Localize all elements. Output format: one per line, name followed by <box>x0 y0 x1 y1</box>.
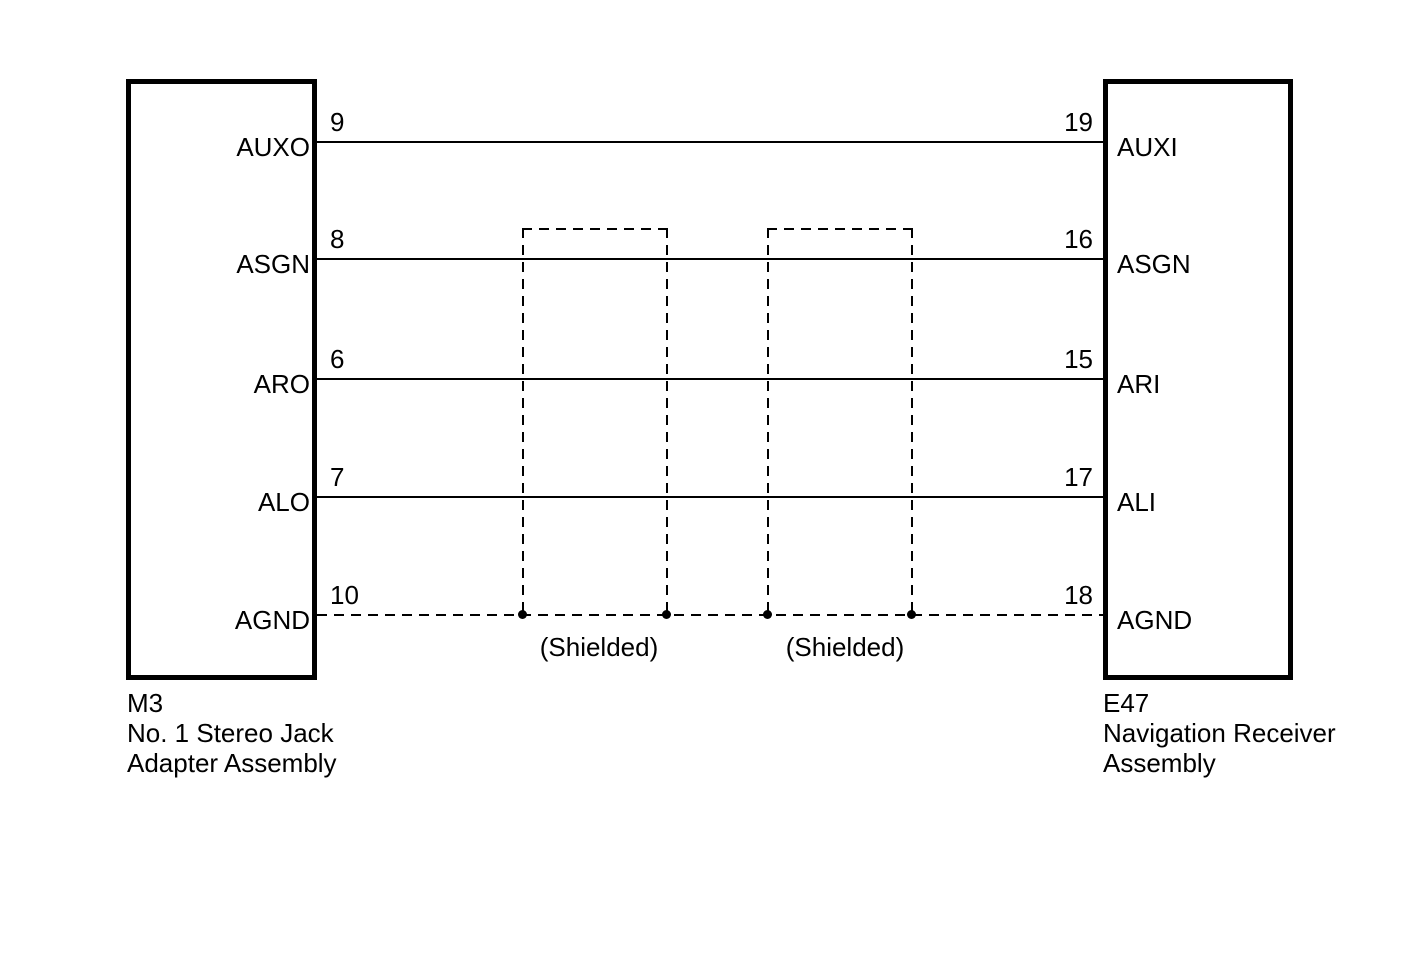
m3-pin-number-6: 6 <box>330 344 345 374</box>
shield-1-outline-left <box>522 228 524 616</box>
wire-auxo-auxi <box>317 141 1103 143</box>
m3-pin-label-asgn: ASGN <box>236 249 310 279</box>
m3-connector-box <box>126 79 317 680</box>
shield-label-1: (Shielded) <box>539 632 659 662</box>
shield-junction-dot <box>763 610 772 619</box>
m3-pin-label-agnd: AGND <box>234 605 310 635</box>
shield-1-outline-top <box>522 228 668 230</box>
wire-agnd-agnd <box>317 614 1103 616</box>
m3-pin-number-8: 8 <box>330 224 345 254</box>
e47-pin-label-ali: ALI <box>1117 487 1157 517</box>
m3-pin-label-alo: ALO <box>257 487 310 517</box>
wire-asgn-asgn <box>317 258 1103 260</box>
shield-1-outline-right <box>666 228 668 616</box>
e47-pin-number-17: 17 <box>1064 462 1093 492</box>
shield-junction-dot <box>518 610 527 619</box>
shield-junction-dot <box>907 610 916 619</box>
e47-pin-number-16: 16 <box>1064 224 1093 254</box>
m3-connector-name-line1: No. 1 Stereo Jack <box>127 718 334 748</box>
e47-pin-number-18: 18 <box>1064 580 1093 610</box>
e47-connector-box <box>1103 79 1293 680</box>
wire-aro-ari <box>317 378 1103 380</box>
wire-alo-ali <box>317 496 1103 498</box>
e47-pin-label-asgn: ASGN <box>1117 249 1191 279</box>
shield-2-outline-left <box>767 228 769 616</box>
e47-pin-number-15: 15 <box>1064 344 1093 374</box>
e47-pin-number-19: 19 <box>1064 107 1093 137</box>
m3-pin-label-aro: ARO <box>253 369 310 399</box>
shield-junction-dot <box>662 610 671 619</box>
m3-connector-code: M3 <box>127 688 164 718</box>
m3-connector-caption: M3 No. 1 Stereo Jack Adapter Assembly <box>127 688 337 778</box>
e47-pin-label-agnd: AGND <box>1117 605 1193 635</box>
m3-pin-number-10: 10 <box>330 580 359 610</box>
m3-pin-label-auxo: AUXO <box>236 132 310 162</box>
m3-pin-number-9: 9 <box>330 107 345 137</box>
m3-connector-name-line2: Adapter Assembly <box>127 748 337 778</box>
shield-2-outline-top <box>767 228 913 230</box>
e47-connector-name-line1: Navigation Receiver <box>1103 718 1336 748</box>
e47-connector-caption: E47 Navigation Receiver Assembly <box>1103 688 1336 778</box>
e47-pin-label-ari: ARI <box>1117 369 1161 399</box>
e47-connector-code: E47 <box>1103 688 1150 718</box>
shield-2-outline-right <box>911 228 913 616</box>
e47-connector-name-line2: Assembly <box>1103 748 1216 778</box>
shield-label-2: (Shielded) <box>785 632 905 662</box>
m3-pin-number-7: 7 <box>330 462 345 492</box>
e47-pin-label-auxi: AUXI <box>1117 132 1178 162</box>
